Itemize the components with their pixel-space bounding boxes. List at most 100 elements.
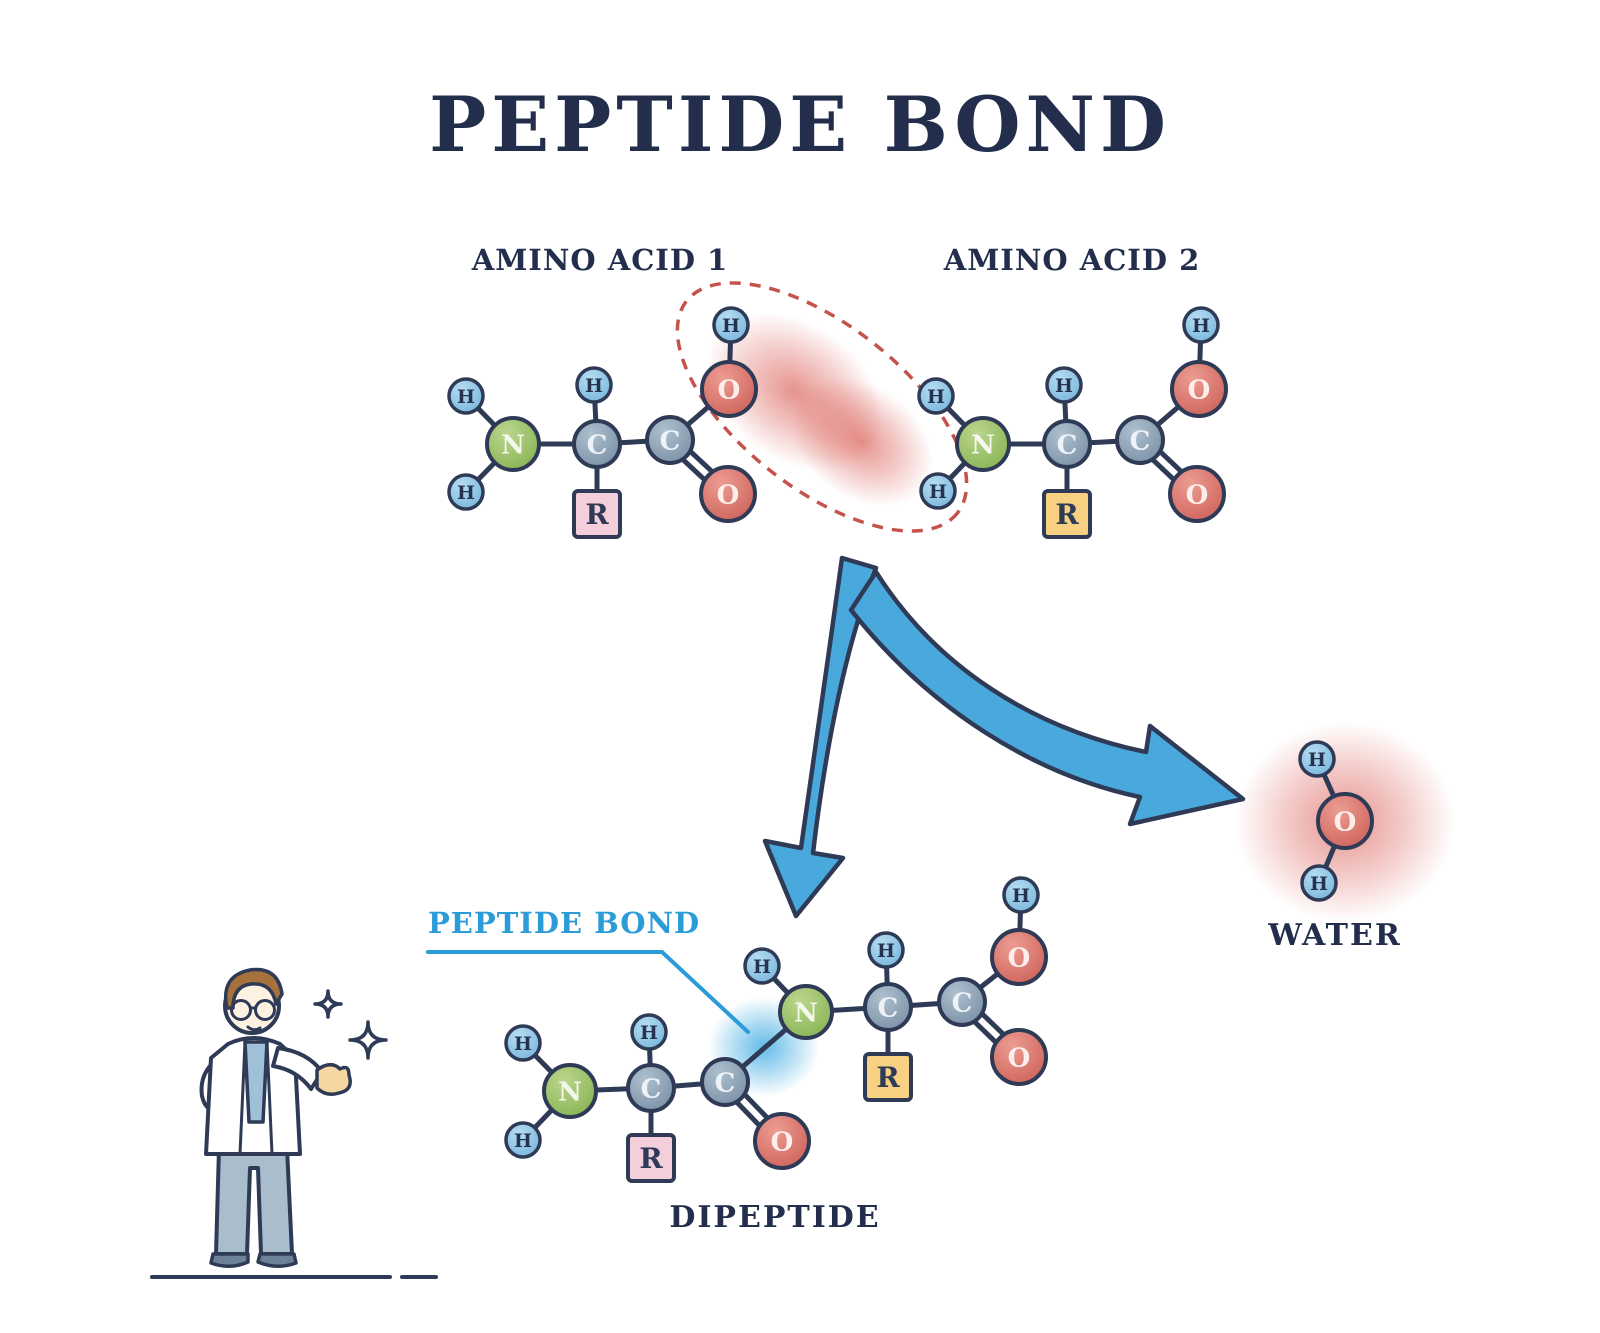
amino-acid-2-label: AMINO ACID 2 <box>943 243 1201 277</box>
atom-label: H <box>722 315 740 337</box>
scientist-shoe-right <box>256 1252 298 1268</box>
atom-H <box>917 377 955 415</box>
red-glow <box>790 377 934 507</box>
atom-label: H <box>753 956 771 978</box>
amino-acid-1-label: AMINO ACID 1 <box>471 243 729 277</box>
atom-O <box>990 1028 1048 1086</box>
water-label: WATER <box>1268 918 1402 953</box>
atom-O <box>700 360 758 418</box>
atom-label: R <box>876 1061 900 1094</box>
atom-H <box>1298 740 1336 778</box>
atom-H <box>504 1024 542 1062</box>
atom-H <box>919 472 957 510</box>
atom-label: H <box>1012 885 1030 907</box>
atom-C <box>626 1063 676 1113</box>
reaction-arrows <box>762 555 1246 919</box>
atom-label: N <box>794 998 818 1028</box>
atom-label: C <box>1130 426 1151 456</box>
atom-H <box>867 931 905 969</box>
atom-label: H <box>1192 315 1210 337</box>
page-title: PEPTIDE BOND <box>429 80 1171 169</box>
scientist-hand <box>315 1063 352 1096</box>
atom-C <box>937 977 987 1027</box>
atom-H <box>575 366 613 404</box>
atom-label: C <box>587 430 608 460</box>
atom-R-yellow <box>1042 489 1092 539</box>
atom-label: C <box>715 1068 736 1098</box>
scientist-shoe-left <box>209 1252 250 1268</box>
atom-label: H <box>585 375 603 397</box>
atom-label: H <box>877 940 895 962</box>
atom-O <box>699 465 757 523</box>
atom-label: H <box>457 482 475 504</box>
atom-C <box>863 982 913 1032</box>
atom-label: H <box>457 386 475 408</box>
atom-label: O <box>1008 943 1031 973</box>
atom-label: O <box>1008 1043 1031 1073</box>
atom-label: N <box>971 430 995 460</box>
atom-label: N <box>558 1077 582 1107</box>
atom-label: C <box>952 988 973 1018</box>
atom-label: O <box>1186 480 1209 510</box>
scientist-illustration <box>150 967 438 1279</box>
peptide-bond-leader-line <box>426 950 750 1034</box>
atom-O <box>1170 360 1228 418</box>
atom-H <box>1300 864 1338 902</box>
atom-H <box>447 473 485 511</box>
atom-label: N <box>501 430 525 460</box>
atom-label: R <box>639 1142 663 1175</box>
scientist-hair <box>224 967 284 1010</box>
atom-O <box>990 928 1048 986</box>
atom-C <box>1042 419 1092 469</box>
scientist-coat-lapels <box>238 1041 274 1155</box>
scientist-pants <box>214 1146 294 1256</box>
atom-label: H <box>929 481 947 503</box>
arrow-to-water-icon <box>848 569 1246 827</box>
atom-label: R <box>585 498 609 531</box>
atom-label: O <box>1188 375 1211 405</box>
scientist-front-arm <box>271 1046 324 1091</box>
atom-N <box>955 416 1011 472</box>
atom-label: O <box>771 1127 794 1157</box>
atom-label: C <box>878 993 899 1023</box>
atom-C <box>645 415 695 465</box>
atom-label: C <box>1057 430 1078 460</box>
dipeptide-label: DIPEPTIDE <box>669 1200 881 1235</box>
atom-O <box>753 1112 811 1170</box>
atom-N <box>485 416 541 472</box>
sparkle-icon <box>313 989 343 1019</box>
scientist-mouth <box>246 1025 262 1032</box>
condensation-highlight-ellipse <box>675 281 969 533</box>
amino-acid-2: H H N H R C C O O H <box>917 306 1228 539</box>
atom-label: H <box>1055 375 1073 397</box>
atom-C <box>1115 415 1165 465</box>
atom-label: R <box>1055 498 1079 531</box>
atom-H <box>447 377 485 415</box>
atom-R-pink <box>626 1133 676 1183</box>
water: HHO <box>1298 740 1374 902</box>
atom-N <box>542 1063 598 1119</box>
atom-C <box>700 1057 750 1107</box>
atom-H <box>1045 366 1083 404</box>
atom-H <box>504 1121 542 1159</box>
atom-H <box>630 1013 668 1051</box>
atom-label: H <box>1308 749 1326 771</box>
arrow-to-dipeptide-icon <box>762 555 879 919</box>
atom-label: C <box>641 1074 662 1104</box>
atom-R-pink <box>572 489 622 539</box>
scientist-glasses <box>230 999 276 1021</box>
atom-label: H <box>927 386 945 408</box>
atom-N <box>778 984 834 1040</box>
atom-label: O <box>717 480 740 510</box>
atom-H <box>743 947 781 985</box>
peptide-bond-callout-label: PEPTIDE BOND <box>428 906 701 940</box>
atom-label: O <box>1334 807 1357 837</box>
atom-H <box>712 306 750 344</box>
atom-H <box>1182 306 1220 344</box>
atom-label: H <box>640 1022 658 1044</box>
atom-R-yellow <box>863 1052 913 1102</box>
